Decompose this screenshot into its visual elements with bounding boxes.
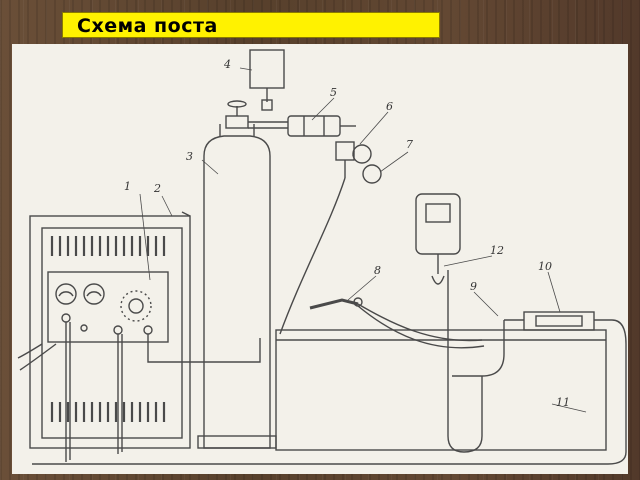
callout-1: 1 <box>124 180 131 193</box>
callout-labels: 1 2 3 4 5 6 7 8 9 10 11 12 <box>124 58 570 409</box>
callout-12: 12 <box>490 244 504 257</box>
gas-heater <box>249 49 285 111</box>
callout-4: 4 <box>223 58 231 71</box>
callout-9: 9 <box>470 280 477 293</box>
welding-helmet <box>415 193 461 285</box>
gas-cylinder <box>197 100 277 449</box>
welding-torch <box>309 297 485 349</box>
power-source-cabinet <box>29 211 191 449</box>
callout-8: 8 <box>374 264 381 277</box>
slide-title-bar: Схема поста <box>62 12 440 38</box>
callout-6: 6 <box>386 100 393 113</box>
callout-2: 2 <box>153 182 161 195</box>
gas-reducer <box>335 141 382 184</box>
gas-dryer <box>248 115 356 137</box>
gas-hose <box>279 177 346 335</box>
welding-cables <box>17 270 627 465</box>
callout-5: 5 <box>330 86 337 99</box>
welding-table <box>275 329 607 451</box>
scheme-drawing: 1 2 3 4 5 6 7 8 9 10 11 12 <box>17 49 627 465</box>
welding-post-scheme: 1 2 3 4 5 6 7 8 9 10 11 12 <box>12 44 628 474</box>
callout-7: 7 <box>406 138 413 151</box>
slide-title: Схема поста <box>77 15 218 37</box>
ammeter-shunt <box>504 311 612 331</box>
callout-3: 3 <box>186 150 193 163</box>
callout-10: 10 <box>538 260 552 273</box>
callout-11: 11 <box>556 396 570 409</box>
